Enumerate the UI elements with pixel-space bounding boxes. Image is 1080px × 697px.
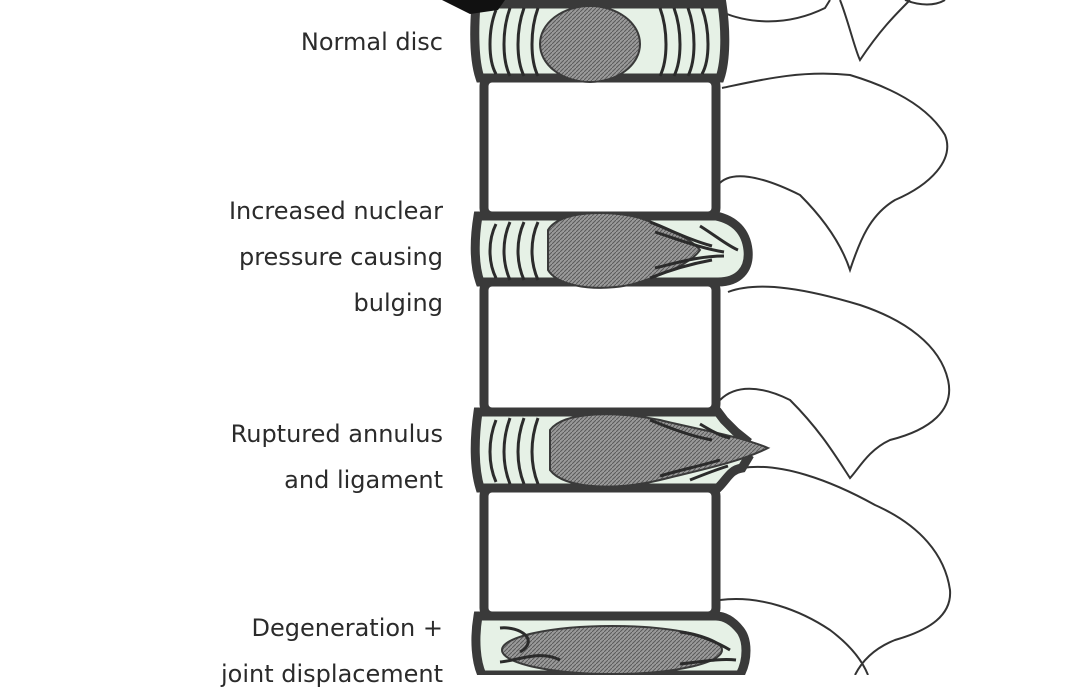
- label-line: Ruptured annulus: [230, 420, 443, 448]
- label-line: and ligament: [284, 466, 443, 494]
- vertebral-body-1: [479, 73, 721, 221]
- vertebral-body-3: [479, 483, 721, 621]
- disc-ruptured: [470, 407, 771, 493]
- label-line: joint displacement: [220, 660, 443, 688]
- pointer-arrow: [442, 0, 505, 14]
- vertebral-body-2: [479, 277, 721, 417]
- label-line: Normal disc: [300, 28, 443, 56]
- label-ruptured-disc: Ruptured annulus and ligament: [231, 411, 443, 503]
- disc-degenerated: [471, 611, 751, 675]
- label-line: bulging: [353, 289, 443, 317]
- spine-diagram: [442, 0, 952, 675]
- label-line: Increased nuclear: [228, 197, 443, 225]
- label-degenerated-disc: Degeneration + joint displacement: [221, 605, 443, 697]
- spinous-process-outline: [717, 0, 952, 675]
- spinous-process-top-tip: [904, 0, 946, 6]
- label-line: Degeneration +: [251, 614, 443, 642]
- disc-bulging: [470, 211, 753, 289]
- disc-normal: [470, 0, 730, 83]
- label-normal-disc: Normal disc: [301, 19, 443, 65]
- label-line: pressure causing: [238, 243, 443, 271]
- label-bulging-disc: Increased nuclear pressure causing bulgi…: [229, 188, 443, 326]
